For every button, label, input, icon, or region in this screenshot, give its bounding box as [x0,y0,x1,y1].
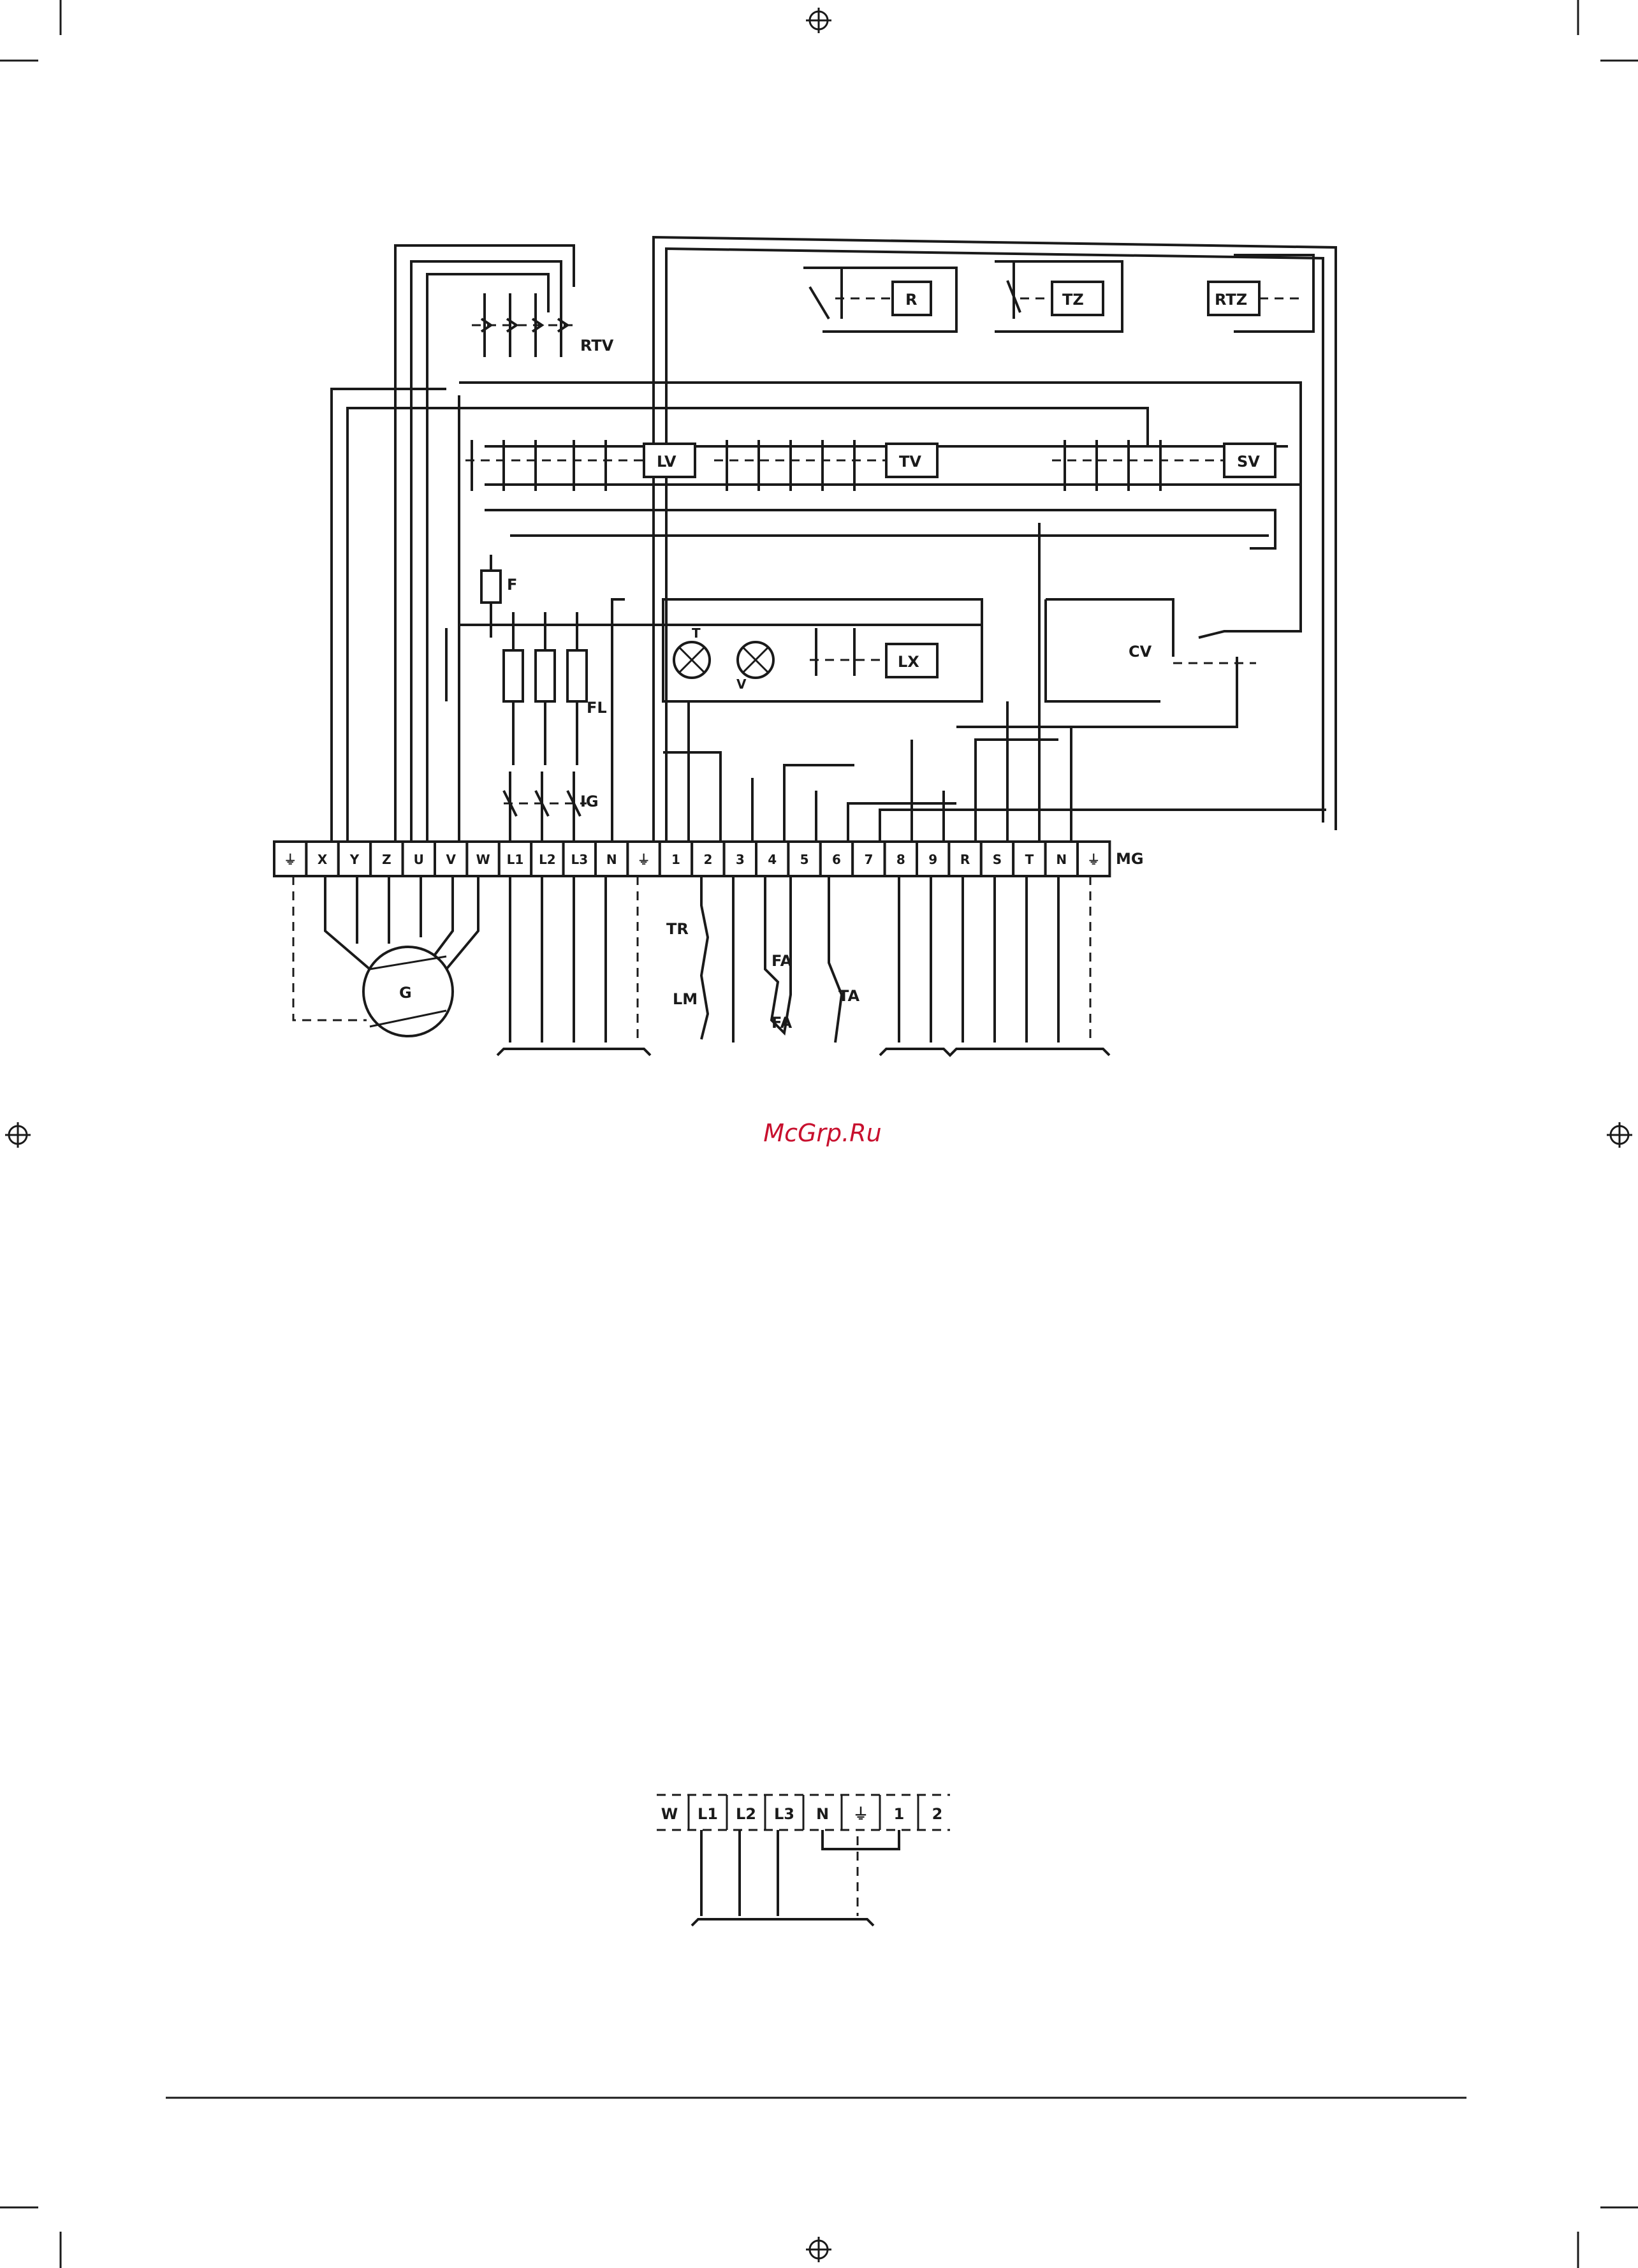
terminal-label: 1 [671,852,680,867]
fuses-fl: FL [504,612,607,765]
terminal-label: ⏚ [1087,852,1100,867]
small-terminal-label: ⏚ [853,1805,868,1823]
terminal-label: 2 [703,852,712,867]
small-terminal-label: L1 [698,1805,718,1823]
terminal-label: V [446,852,456,867]
relay-tz: TZ [995,261,1122,332]
terminal-label: W [476,852,490,867]
label-tv: TV [899,453,921,471]
label-f: F [507,576,517,594]
registration-mark-left [5,1122,31,1148]
label-r: R [905,291,917,309]
switch-ig: IG [504,772,599,848]
label-tz: TZ [1062,291,1084,309]
terminal-label: L1 [507,852,524,867]
terminal-label: T [1025,852,1034,867]
terminal-label: 5 [800,852,809,867]
label-lx: LX [898,653,919,671]
wiring-frame [332,237,1336,842]
relay-rtz: RTZ [1208,255,1313,332]
label-fa-2: FA [771,1014,793,1032]
label-sv: SV [1237,453,1260,471]
terminal-label: ⏚ [284,852,296,867]
terminal-label: S [993,852,1002,867]
small-terminal-label: N [816,1805,829,1823]
small-terminal-label: L2 [736,1805,756,1823]
terminal-label: Y [349,852,360,867]
terminal-label: L3 [571,852,588,867]
label-cv: CV [1129,643,1152,661]
terminal-label: X [318,852,328,867]
relay-lx: LX [810,628,937,677]
label-rtz: RTZ [1215,291,1247,309]
motor-g: G [293,876,478,1036]
label-fl: FL [587,699,607,717]
label-lamp-v: V [736,677,747,692]
terminal-strip-mg: ⏚ X Y Z U V W L1 L2 L3 N ⏚ 1 2 3 4 5 6 7 8 9 R S T N ⏚ MG [274,842,1144,876]
terminal-label: ⏚ [638,852,650,867]
label-ta: TA [838,987,860,1005]
terminal-label: N [1056,852,1067,867]
supply-lines [497,876,650,1055]
rtv-relay: RTV [472,293,614,357]
terminal-label: 6 [832,852,841,867]
terminal-label: 3 [736,852,745,867]
terminal-label: N [606,852,617,867]
terminal-label: R [960,852,970,867]
terminal-label: 4 [768,852,777,867]
small-terminal-label: W [661,1805,678,1823]
small-terminal-strip: W L1 L2 L3 N ⏚ 1 2 [657,1795,950,1926]
registration-mark-top [806,8,831,33]
terminal-label: 8 [896,852,905,867]
label-tr: TR [666,920,689,938]
terminal-label: L2 [539,852,556,867]
terminal-label: 7 [864,852,873,867]
terminal-label: U [414,852,424,867]
output-lines [880,876,1109,1055]
terminal-label: Z [382,852,391,867]
label-mg: MG [1116,850,1144,868]
label-lm: LM [673,990,698,1008]
registration-mark-right [1607,1122,1632,1148]
small-terminal-label: L3 [774,1805,794,1823]
label-rtv: RTV [580,337,614,355]
small-terminal-label: 1 [894,1805,905,1823]
label-motor: G [399,984,412,1002]
label-fa-1: FA [771,952,793,970]
registration-mark-bottom [806,2237,831,2262]
small-terminal-label: 2 [932,1805,943,1823]
terminal-label: 9 [928,852,937,867]
label-ig: IG [580,793,599,810]
relay-r: R [803,268,956,332]
label-lamp-t: T [692,626,701,641]
label-lv: LV [657,453,676,471]
feed-wires [612,523,1326,842]
